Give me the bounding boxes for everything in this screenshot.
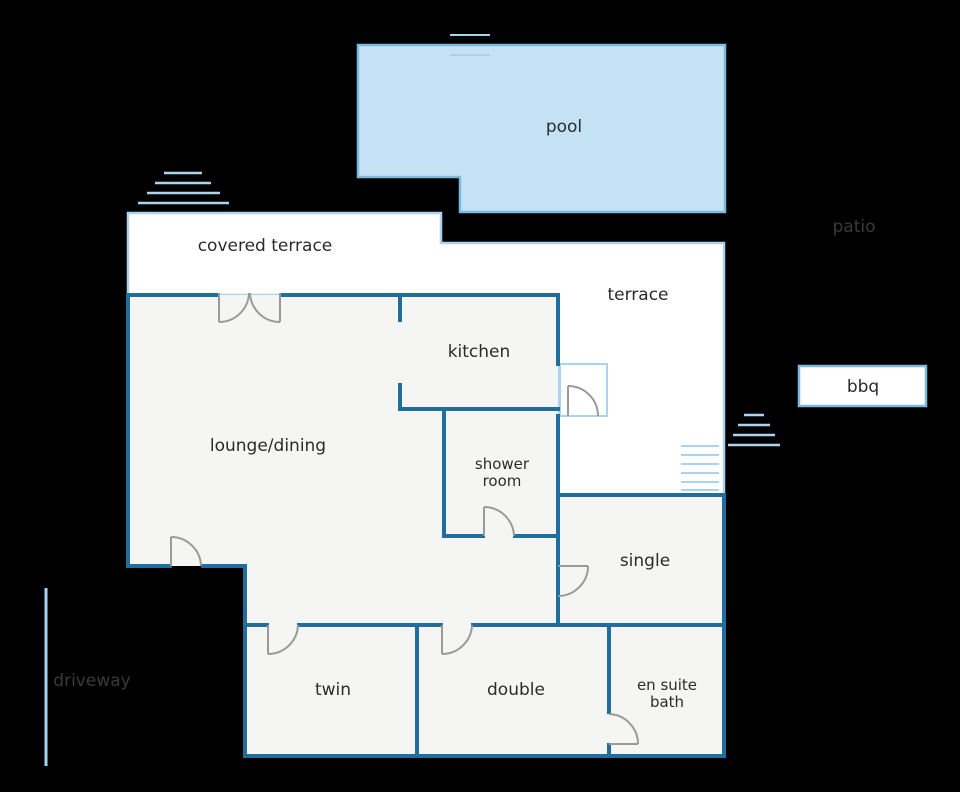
single-label: single [620, 551, 670, 571]
shower-room-label-line2: room [483, 472, 522, 490]
shower-room-label-line1: shower [475, 455, 530, 473]
lounge-dining-label: lounge/dining [210, 436, 326, 456]
patio-label: patio [833, 217, 876, 237]
terrace-steps-left [138, 171, 229, 205]
terrace-label: terrace [607, 285, 668, 305]
terrace-stairs [681, 445, 719, 491]
kitchen-label: kitchen [448, 342, 511, 362]
en-suite-label-line2: bath [650, 693, 684, 711]
kitchen-door-frame [559, 363, 608, 417]
en-suite-label-line1: en suite [637, 676, 697, 694]
pool [356, 43, 727, 214]
house-floor [128, 295, 724, 756]
bbq [797, 364, 928, 408]
driveway-label: driveway [53, 671, 130, 691]
twin-label: twin [315, 680, 351, 700]
walls [126, 293, 726, 758]
pool-steps [450, 34, 490, 56]
terrace-steps-right [728, 413, 780, 447]
double-label: double [487, 680, 545, 700]
bbq-label: bbq [847, 377, 879, 397]
covered-terrace-label: covered terrace [198, 236, 333, 256]
doors [170, 292, 639, 745]
pool-label: pool [546, 117, 582, 137]
